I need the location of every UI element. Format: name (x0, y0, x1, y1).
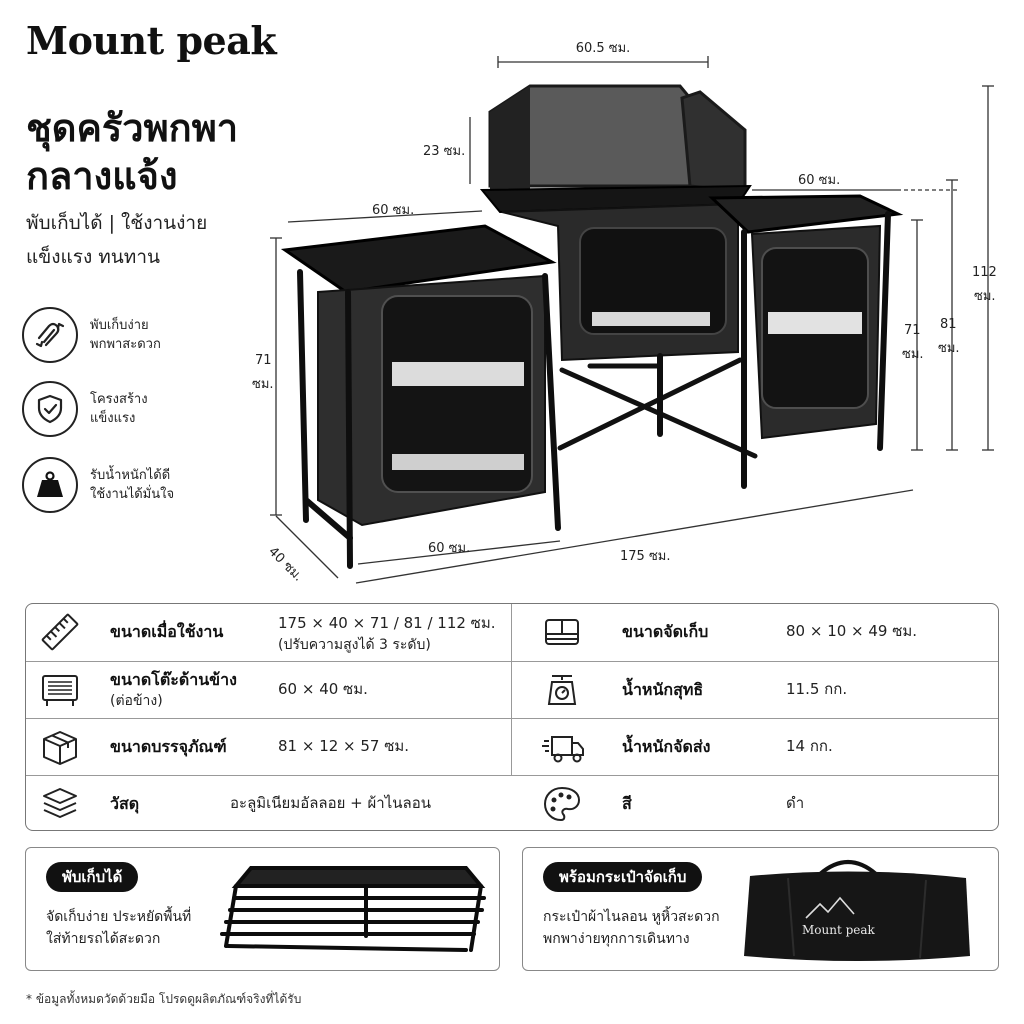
dim-table-height-value: 81 (940, 317, 957, 332)
foldable-desc-line-2: ใส่ท้ายรถได้สะดวก (46, 931, 161, 947)
delivery-truck-icon (542, 727, 584, 767)
spec-table: ขนาดเมื่อใช้งาน 175 × 40 × 71 / 81 / 112… (25, 603, 999, 831)
feature-load-line-1: รับน้ำหนักได้ดี (90, 468, 171, 483)
dim-right-leg-value: 71 (904, 323, 921, 338)
spec-row-1: ขนาดเมื่อใช้งาน 175 × 40 × 71 / 81 / 112… (26, 604, 998, 661)
folded-storage-icon (542, 612, 582, 652)
foldable-panel: พับเก็บได้ จัดเก็บง่าย ประหยัดพื้นที่ ใส… (25, 847, 500, 971)
dim-total-height-unit: ซม. (974, 289, 996, 304)
spec-value-use-size: 175 × 40 × 71 / 81 / 112 ซม. (278, 614, 496, 632)
spec-value-use-size-note: (ปรับความสูงได้ 3 ระดับ) (278, 637, 431, 653)
spec-value-package-size: 81 × 12 × 57 ซม. (278, 737, 410, 755)
box-icon (40, 727, 80, 767)
layers-icon (40, 784, 80, 824)
feature-strong-line-2: แข็งแรง (90, 411, 136, 426)
dim-right-leg-unit: ซม. (902, 347, 924, 362)
spec-value-material: อะลูมิเนียมอัลลอย + ผ้าไนลอน (230, 794, 431, 812)
spec-row-2: ขนาดโต๊ะด้านข้าง (ต่อข้าง) 60 × 40 ซม. น… (26, 661, 998, 718)
headline-line-1: ชุดครัวพกพา (26, 106, 239, 150)
dim-left-leg-unit: ซม. (252, 377, 274, 392)
shield-check-icon (22, 381, 78, 437)
dim-depth: 40 ซม. (265, 544, 305, 584)
brand-title: Mount peak (26, 18, 277, 63)
bag-description: กระเป๋าผ้าไนลอน หูหิ้วสะดวก พกพาง่ายทุกก… (543, 906, 720, 950)
bag-desc-line-1: กระเป๋าผ้าไนลอน หูหิ้วสะดวก (543, 909, 720, 925)
dim-windscreen-height: 23 ซม. (423, 144, 465, 159)
spec-label-ship-weight: น้ำหนักจัดส่ง (622, 737, 711, 756)
headline-line-2: กลางแจ้ง (26, 154, 178, 198)
spec-label-color: สี (622, 794, 632, 813)
center-cabinet (501, 202, 739, 362)
footnote: * ข้อมูลทั้งหมดวัดด้วยมือ โปรดดูผลิตภัณฑ… (26, 992, 302, 1006)
tagline-1: พับเก็บได้ | ใช้งานง่าย (26, 212, 208, 234)
dim-right-table-width: 60 ซม. (798, 173, 840, 188)
dim-total-height-value: 112 (972, 265, 997, 280)
dim-table-height-unit: ซม. (938, 341, 960, 356)
scale-icon (542, 670, 582, 710)
folding-arrows-icon (22, 307, 78, 363)
spec-divider (511, 604, 512, 775)
spec-value-net-weight: 11.5 กก. (786, 680, 848, 698)
side-table-icon (40, 670, 80, 710)
weight-icon (22, 457, 78, 513)
dim-left-leg-value: 71 (255, 353, 272, 368)
feature-folding-text: พับเก็บง่าย พกพาสะดวก (90, 316, 161, 354)
bag-badge: พร้อมกระเป๋าจัดเก็บ (543, 862, 703, 892)
feature-folding: พับเก็บง่าย พกพาสะดวก (22, 307, 161, 363)
feature-folding-line-1: พับเก็บง่าย (90, 318, 149, 333)
dim-windscreen-width: 60.5 ซม. (576, 41, 631, 56)
feature-folding-line-2: พกพาสะดวก (90, 337, 161, 352)
spec-label-material: วัสดุ (110, 794, 140, 813)
palette-icon (542, 784, 582, 824)
product-illustration: 60.5 ซม. 23 ซม. 60 ซม. 60 ซม. 112 ซม. 81… (252, 41, 997, 585)
spec-row-3: ขนาดบรรจุภัณฑ์ 81 × 12 × 57 ซม. น้ำหนักจ… (26, 718, 998, 775)
folded-kitchen-image (220, 866, 486, 952)
spec-label-side-table: ขนาดโต๊ะด้านข้าง (110, 670, 237, 689)
carry-bag-image: Mount peak (744, 860, 970, 961)
dim-total-width: 175 ซม. (620, 549, 670, 564)
spec-value-ship-weight: 14 กก. (786, 737, 833, 755)
spec-value-color: ดำ (786, 794, 805, 812)
spec-sub-side-table: (ต่อข้าง) (110, 693, 163, 709)
spec-value-side-table: 60 × 40 ซม. (278, 680, 368, 698)
foldable-description: จัดเก็บง่าย ประหยัดพื้นที่ ใส่ท้ายรถได้ส… (46, 906, 191, 950)
dim-bottom-width: 60 ซม. (428, 541, 470, 556)
bag-panel: พร้อมกระเป๋าจัดเก็บ กระเป๋าผ้าไนลอน หูหิ… (522, 847, 999, 971)
windscreen (488, 84, 747, 194)
feature-strong-text: โครงสร้าง แข็งแรง (90, 390, 148, 428)
spec-row-4: วัสดุ อะลูมิเนียมอัลลอย + ผ้าไนลอน สี ดำ (26, 775, 998, 832)
foldable-badge: พับเก็บได้ (46, 862, 139, 892)
right-cabinet (750, 224, 882, 440)
feature-load: รับน้ำหนักได้ดี ใช้งานได้มั่นใจ (22, 457, 174, 513)
tagline-2: แข็งแรง ทนทาน (26, 246, 160, 268)
spec-value-storage-size: 80 × 10 × 49 ซม. (786, 622, 918, 640)
feature-load-text: รับน้ำหนักได้ดี ใช้งานได้มั่นใจ (90, 466, 174, 504)
left-cabinet (317, 274, 546, 527)
foldable-desc-line-1: จัดเก็บง่าย ประหยัดพื้นที่ (46, 909, 192, 925)
feature-strong-line-1: โครงสร้าง (90, 392, 148, 407)
bag-logo-text: Mount peak (802, 923, 876, 937)
product-headline: ชุดครัวพกพา กลางแจ้ง (26, 104, 238, 200)
spec-label-net-weight: น้ำหนักสุทธิ (622, 680, 704, 699)
ruler-icon (40, 612, 80, 652)
spec-label-package-size: ขนาดบรรจุภัณฑ์ (110, 737, 227, 756)
spec-label-use-size: ขนาดเมื่อใช้งาน (110, 622, 224, 641)
spec-label-storage-size: ขนาดจัดเก็บ (622, 622, 709, 641)
bag-desc-line-2: พกพาง่ายทุกการเดินทาง (543, 931, 690, 947)
feature-strong: โครงสร้าง แข็งแรง (22, 381, 148, 437)
feature-load-line-2: ใช้งานได้มั่นใจ (90, 487, 175, 502)
dim-left-table-width: 60 ซม. (372, 203, 414, 218)
